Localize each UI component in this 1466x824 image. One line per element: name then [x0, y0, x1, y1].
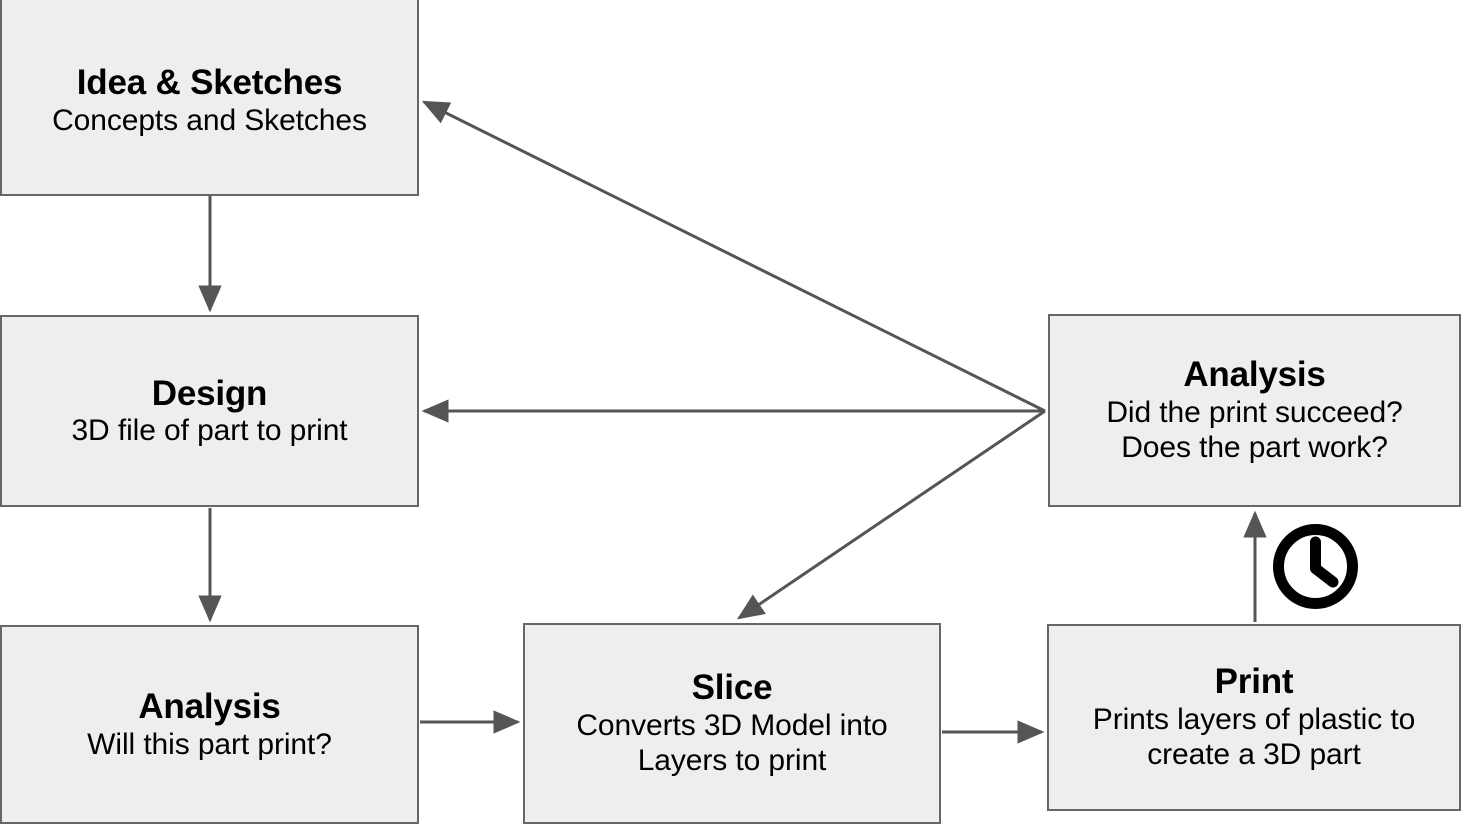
- node-idea-and-sketches[interactable]: Idea & Sketches Concepts and Sketches: [0, 0, 419, 196]
- clock-icon: [1273, 524, 1358, 609]
- node-description: 3D file of part to print: [71, 414, 348, 448]
- node-description-line-2: Does the part work?: [1121, 431, 1388, 465]
- node-title: Slice: [691, 668, 773, 708]
- node-analysis-post-print[interactable]: Analysis Did the print succeed? Does the…: [1048, 314, 1461, 507]
- node-design[interactable]: Design 3D file of part to print: [0, 315, 419, 507]
- node-description-line-2: create a 3D part: [1147, 738, 1361, 772]
- node-description-line-1: Prints layers of plastic to: [1092, 703, 1416, 737]
- node-description-line-1: Converts 3D Model into: [576, 709, 888, 743]
- node-title: Analysis: [138, 687, 281, 726]
- node-description: Concepts and Sketches: [52, 103, 367, 137]
- node-description-line-2: Layers to print: [637, 744, 827, 778]
- node-title: Design: [151, 373, 268, 413]
- node-title: Analysis: [1183, 355, 1326, 395]
- edge-analysis-post-to-idea: [421, 100, 1046, 413]
- edge-analysis-post-to-slice: [737, 409, 1046, 620]
- node-title: Idea & Sketches: [76, 63, 343, 102]
- node-title: Print: [1214, 662, 1294, 702]
- node-print[interactable]: Print Prints layers of plastic to create…: [1047, 624, 1461, 811]
- node-slice[interactable]: Slice Converts 3D Model into Layers to p…: [523, 623, 941, 824]
- node-description-line-1: Did the print succeed?: [1106, 396, 1403, 430]
- node-description: Will this part print?: [87, 727, 332, 761]
- node-analysis-pre-print[interactable]: Analysis Will this part print?: [0, 625, 419, 824]
